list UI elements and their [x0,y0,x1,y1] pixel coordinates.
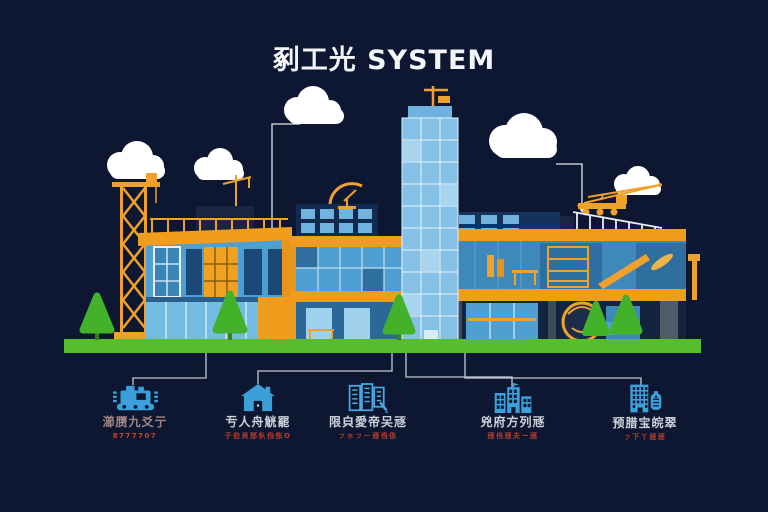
legend-item-4: 兇府方列㒮 㒮㑇㒮夫ー㒮 [443,383,583,440]
right-factory-building [450,183,700,345]
construction-crane-tower [112,173,160,340]
legend-item-label: 瀄赝九爻亍 [102,415,168,429]
cloud-icon [107,86,661,195]
mid-building [290,182,408,345]
legend-item-label: 亐人舟觥罷 [225,415,291,429]
left-office-building [138,175,296,345]
legend-item-sublabel: ㇷ下丫㒮㒮 [623,433,667,442]
legend-item-sublabel: 㒮㑇㒮夫ー㒮 [487,432,539,441]
building-badge-icon [630,384,662,413]
legend-item-label: 限㒵愛帝㕦㒮 [328,415,407,429]
tree-icon [79,290,643,340]
bottom-connector-lines [132,353,642,389]
legend-item-label: 预腊宝皖翠 [612,416,678,430]
house-icon [241,383,275,412]
legend-item-sublabel: ㇷㇹㇷー㒮㑇㑈 [338,432,398,441]
legend-item-3: 限㒵愛帝㕦㒮 ㇷㇹㇷー㒮㑇㑈 [298,383,438,440]
checklist-pencil-icon [348,383,389,413]
central-glass-tower [401,86,459,345]
legend-item-label: 兇府方列㒮 [480,415,546,429]
satellite-dish-icon [328,182,363,209]
legend-item-2: 亐人舟觥罷 于伯貝那朲㑇㑈O [188,383,328,440]
legend-item-1: 瀄赝九爻亍 8777707 [65,383,205,440]
factory-buildings-icon [494,383,532,413]
excavator-icon [112,385,158,411]
rooftop-mini-crane [222,175,252,206]
page-title: 剢工光 SYSTEM [272,45,496,76]
legend-item-sublabel: 8777707 [112,432,158,441]
green-ground-strip [64,339,701,353]
legend-item-sublabel: 于伯貝那朲㑇㑈O [224,432,292,441]
antenna-icon [424,86,450,108]
legend-item-5: 预腊宝皖翠 ㇷ下丫㒮㒮 [575,383,715,441]
